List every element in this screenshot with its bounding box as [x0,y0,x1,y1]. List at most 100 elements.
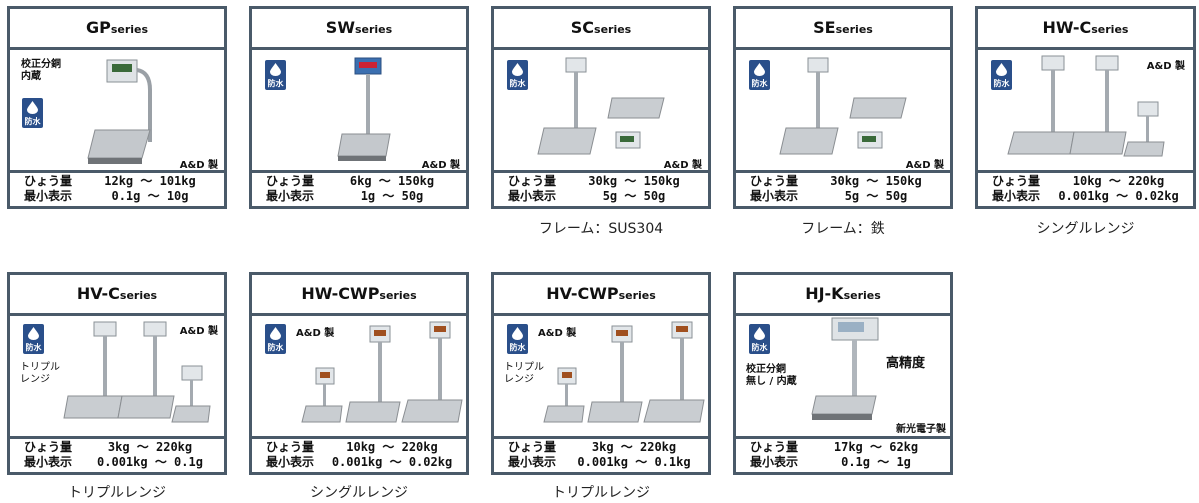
note-calibration: 校正分銅 無し / 内蔵 [746,364,797,387]
card-caption: トリプルレンジ [68,485,166,501]
maker-label: A&D 製 [179,326,218,337]
scale-illustration [779,57,907,155]
water-drop-icon [996,63,1007,76]
card-title[interactable]: GPseries [10,9,224,50]
card-caption: シングルレンジ [1036,221,1135,237]
min-display-value: 0.001kg ～ 0.1g [97,455,203,469]
water-drop-icon [270,327,281,340]
note-range: トリプル レンジ [504,362,544,385]
water-drop-icon [754,327,765,340]
product-image[interactable]: 防水 校正分銅 無し / 内蔵 高精度 新光電子製 [736,316,950,439]
note-range: トリプル レンジ [20,362,60,385]
maker-label: A&D 製 [421,160,460,171]
product-image[interactable]: 校正分銅 内蔵 防水 A&D 製 [10,50,224,173]
min-display-value: 0.001kg ～ 0.02kg [1058,189,1179,203]
card-caption: フレーム：鉄 [801,221,885,237]
card-caption: フレーム：SUS304 [538,221,664,237]
capacity-value: 12kg ～ 101kg [104,174,196,188]
product-image[interactable]: 防水 A&D 製 [978,50,1193,173]
waterproof-badge: 防水 [991,60,1012,90]
card-title[interactable]: SWseries [252,9,466,50]
scale-illustration [1007,55,1165,157]
card-caption: トリプルレンジ [552,485,650,501]
min-display-value: 1g ～ 50g [360,189,424,203]
waterproof-badge: 防水 [265,60,286,90]
card-title[interactable]: SCseries [494,9,708,50]
min-display-value: 0.1g ～ 1g [841,455,911,469]
maker-label: A&D 製 [296,328,335,339]
card-caption: シングルレンジ [310,485,408,501]
capacity-value: 3kg ～ 220kg [591,440,677,454]
card-title[interactable]: HV-Cseries [10,275,224,316]
capacity-value: 30kg ～ 150kg [830,174,922,188]
scale-illustration [543,321,705,423]
capacity-value: 17kg ～ 62kg [833,440,919,454]
water-drop-icon [28,327,39,340]
maker-label: 新光電子製 [896,424,946,435]
maker-label: A&D 製 [905,160,944,171]
scale-illustration [87,59,152,164]
waterproof-badge: 防水 [265,324,286,354]
waterproof-badge: 防水 [507,324,528,354]
waterproof-badge: 防水 [749,60,770,90]
min-display-value: 0.1g ～ 10g [111,189,189,203]
waterproof-badge: 防水 [507,60,528,90]
capacity-value: 30kg ～ 150kg [588,174,680,188]
min-display-value: 0.001kg ～ 0.02kg [331,455,453,469]
maker-label: A&D 製 [663,160,702,171]
min-display-value: 0.001kg ～ 0.1kg [577,455,691,469]
card-title[interactable]: HW-CWPseries [252,275,466,316]
product-image[interactable]: 防水 A&D 製 [252,316,466,439]
highlight-precision: 高精度 [886,356,926,371]
scale-illustration [63,321,211,423]
card-title[interactable]: HJ-Kseries [736,275,950,316]
note-calibration: 校正分銅 内蔵 [21,59,61,82]
scale-illustration [537,57,665,155]
product-image[interactable]: 防水 トリプル レンジ A&D 製 [10,316,224,439]
capacity-value: 10kg ～ 220kg [1072,174,1165,188]
card-title[interactable]: HW-Cseries [978,9,1193,50]
water-drop-icon [270,63,281,76]
maker-label: A&D 製 [179,160,218,171]
waterproof-badge: 防水 [23,324,44,354]
card-title[interactable]: SEseries [736,9,950,50]
product-image[interactable]: 防水 A&D 製 [494,50,708,173]
product-image[interactable]: 防水 A&D 製 [736,50,950,173]
scale-illustration [811,317,879,420]
capacity-value: 10kg ～ 220kg [346,440,438,454]
water-drop-icon [27,101,38,114]
min-display-value: 5g ～ 50g [602,189,666,203]
waterproof-badge: 防水 [22,98,43,128]
maker-label: A&D 製 [1146,61,1185,72]
product-card-hj-k[interactable]: HJ-Kseries 防水 校正分銅 無し / 内蔵 高精度 新光電子製 ひょう… [733,272,953,475]
capacity-value: 6kg ～ 150kg [349,174,435,188]
maker-label: A&D 製 [538,328,577,339]
product-image[interactable]: 防水 A&D 製 トリプル レンジ [494,316,708,439]
scale-illustration [301,321,463,423]
waterproof-badge: 防水 [749,324,770,354]
product-image[interactable]: 防水 A&D 製 [252,50,466,173]
capacity-value: 3kg ～ 220kg [107,440,193,454]
min-display-value: 5g ～ 50g [844,189,908,203]
water-drop-icon [512,327,523,340]
water-drop-icon [512,63,523,76]
scale-illustration [337,57,391,161]
card-title[interactable]: HV-CWPseries [494,275,708,316]
